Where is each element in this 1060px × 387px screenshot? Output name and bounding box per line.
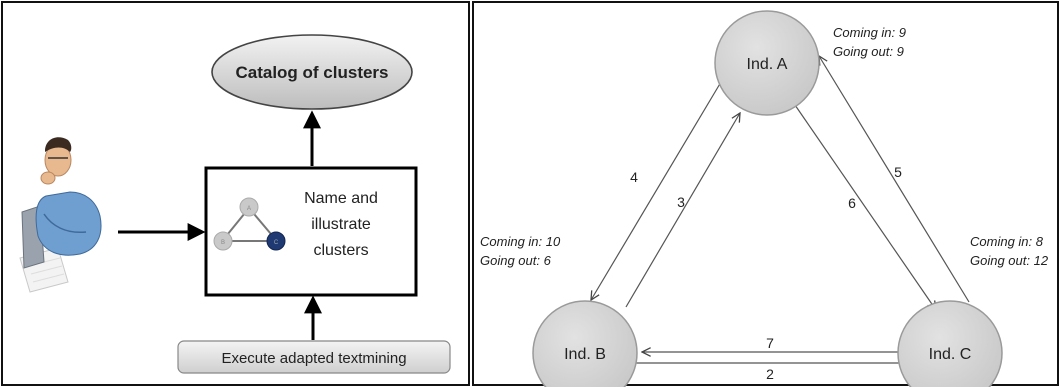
edge-weight-label: 3 [677,194,685,210]
graph-node-a: Ind. A [714,10,820,116]
mini-node-label: B [221,240,225,246]
node-b-coming-in: Coming in: 10 [480,234,561,249]
edge-a-to-b [591,81,722,300]
node-label: Ind. A [747,56,788,73]
edge-weight-label: 7 [766,335,774,351]
node-a-going-out: Going out: 9 [833,44,904,59]
edge-weight-label: 4 [630,169,638,185]
process-label-line: illustrate [311,216,371,233]
person-at-laptop-icon [19,137,102,293]
process-label-line: Name and [304,190,378,207]
edge-weight-label: 2 [766,366,774,382]
node-label: Ind. B [564,346,606,363]
edge-weight-label: 5 [894,164,902,180]
node-b-going-out: Going out: 6 [480,253,552,268]
node-label: Ind. C [929,346,972,363]
graph-node-b: Ind. B [532,300,638,387]
execute-textmining-box: Execute adapted textmining [177,340,451,374]
mini-cluster-graph-icon: A B C [213,197,286,251]
process-label-line: clusters [313,242,368,259]
catalog-label: Catalog of clusters [235,63,388,82]
catalog-of-clusters-node: Catalog of clusters [211,34,413,110]
node-a-coming-in: Coming in: 9 [833,25,906,40]
mini-node-label: A [247,206,251,212]
mini-node-label: C [274,240,279,246]
edge-a-to-c [794,104,936,310]
edge-b-to-a [625,113,740,308]
edge-c-to-a [819,56,970,303]
node-c-going-out: Going out: 12 [970,253,1049,268]
node-c-coming-in: Coming in: 8 [970,234,1044,249]
edge-weight-label: 6 [848,195,856,211]
graph-node-c: Ind. C [897,300,1003,387]
execute-textmining-label: Execute adapted textmining [221,350,406,367]
graph-edges [591,56,970,363]
process-box [204,166,418,297]
